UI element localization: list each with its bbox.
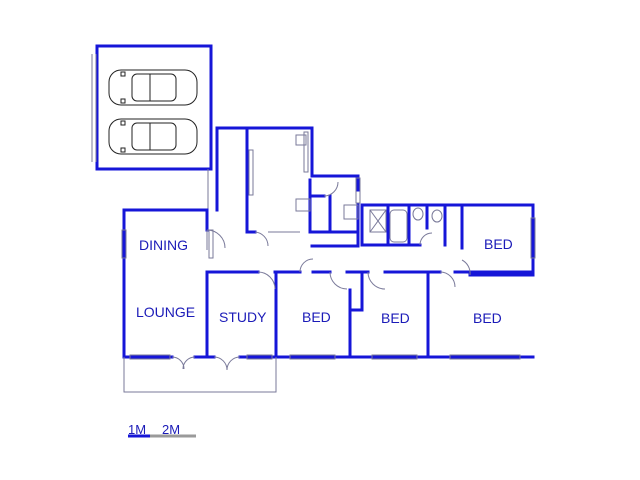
car-icon: [108, 69, 198, 106]
doors: [171, 181, 471, 371]
fixtures: [295, 134, 443, 243]
room-label-study: STUDY: [219, 309, 267, 325]
room-label-bed-3: BED: [473, 310, 502, 326]
room-label-bed-1: BED: [302, 309, 331, 325]
room-label-bed-4: BED: [484, 236, 513, 252]
scale-label-1m: 1M: [128, 422, 146, 437]
house-walls: [122, 126, 535, 393]
scale-bar: 1M 2M: [128, 422, 196, 438]
scale-label-2m: 2M: [162, 422, 180, 437]
room-label-lounge: LOUNGE: [136, 304, 195, 320]
garage: [91, 44, 213, 210]
car-icon: [108, 118, 198, 155]
room-label-bed-2: BED: [381, 310, 410, 326]
room-label-dining: DINING: [139, 237, 188, 253]
